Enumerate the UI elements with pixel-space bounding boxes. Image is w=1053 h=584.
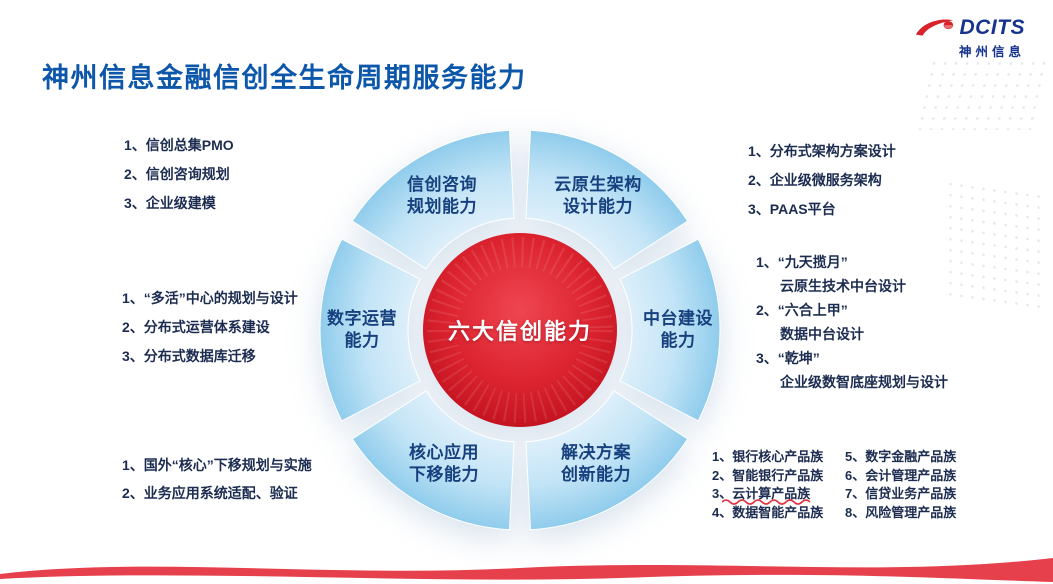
list-item: 3、PAAS平台: [748, 201, 836, 217]
list-item: 2、分布式运营体系建设: [122, 319, 270, 335]
logo-brand: DCITS: [959, 16, 1025, 39]
list-item-sub: 云原生技术中台设计: [780, 278, 906, 294]
wheel-center-label: 六大信创能力: [447, 319, 593, 344]
wheel-segment-solution: [525, 390, 689, 531]
page-title: 神州信息金融信创全生命周期服务能力: [42, 63, 527, 93]
segment-label-digital-ops: 数字运营 能力: [327, 308, 397, 350]
list-core-migration: 1、国外“核心”下移规划与实施 2、业务应用系统适配、验证: [122, 451, 312, 507]
dot-pattern: [945, 177, 1045, 311]
list-item: 3、企业级建模: [124, 195, 216, 211]
segment-label-cloud-native: 云原生架构 设计能力: [554, 174, 642, 216]
list-item: 1、国外“核心”下移规划与实施: [122, 457, 312, 473]
list-cloud-native: 1、分布式架构方案设计 2、企业级微服务架构 3、PAAS平台: [748, 137, 896, 224]
list-item: 1、“九天揽月” 云原生技术中台设计: [756, 250, 948, 298]
segment-label-solution: 解决方案 创新能力: [561, 442, 631, 484]
list-middle-platform: 1、“九天揽月” 云原生技术中台设计 2、“六合上甲” 数据中台设计 3、“乾坤…: [756, 250, 948, 394]
list-item-head: 3、“乾坤”: [756, 350, 820, 366]
segment-label-consulting: 信创咨询 规划能力: [407, 174, 477, 216]
wheel-segment-cloud-native: [525, 129, 689, 270]
list-item: 4、数据智能产品族: [712, 504, 824, 520]
wheel-segment-digital-ops: [319, 238, 421, 422]
list-solutions-col1: 1、银行核心产品族 2、智能银行产品族 3、云计算产品族 4、数据智能产品族: [712, 448, 823, 522]
wheel-segment-middle-platform: [619, 238, 721, 422]
list-item: 7、信贷业务产品族: [845, 486, 957, 501]
wheel-segment-core-migration: [351, 390, 515, 531]
capability-wheel: [319, 129, 721, 531]
segment-label-core-migration: 核心应用 下移能力: [409, 442, 479, 484]
logo-swoosh-icon: [915, 19, 953, 36]
wheel-segment-consulting: [351, 129, 515, 270]
red-squiggle-underline-icon: [722, 499, 811, 505]
list-digital-ops: 1、“多活”中心的规划与设计 2、分布式运营体系建设 3、分布式数据库迁移: [122, 284, 298, 371]
list-item: 1、分布式架构方案设计: [748, 143, 896, 159]
list-item: 2、企业级微服务架构: [748, 172, 882, 188]
list-item: 2、“六合上甲” 数据中台设计: [756, 298, 948, 346]
logo-company: 神州信息: [958, 45, 1025, 59]
list-item: 2、业务应用系统适配、验证: [122, 485, 298, 501]
list-item-sub: 数据中台设计: [780, 326, 864, 342]
segment-label-middle-platform: 中台建设 能力: [643, 308, 713, 350]
list-item-head: 1、“九天揽月”: [756, 254, 848, 270]
dot-pattern: [914, 58, 1048, 130]
list-item: 3、“乾坤” 企业级数智底座规划与设计: [756, 346, 948, 394]
list-item: 8、风险管理产品族: [845, 504, 957, 520]
list-item-sub: 企业级数智底座规划与设计: [780, 374, 948, 390]
list-item: 5、数字金融产品族: [845, 449, 957, 464]
list-item: 1、银行核心产品族: [712, 449, 824, 464]
list-item: 1、“多活”中心的规划与设计: [122, 290, 298, 306]
list-consulting: 1、信创总集PMO 2、信创咨询规划 3、企业级建模: [124, 131, 234, 218]
list-item: 3、分布式数据库迁移: [122, 348, 256, 364]
bottom-wave-decoration: [0, 558, 1053, 584]
wheel-center-texture: [427, 237, 613, 423]
list-item: 6、会计管理产品族: [845, 467, 957, 483]
wheel-center: [423, 233, 617, 427]
list-solutions-col2: 5、数字金融产品族 6、会计管理产品族 7、信贷业务产品族 8、风险管理产品族: [845, 448, 956, 522]
list-item: 2、信创咨询规划: [124, 166, 230, 182]
list-item: 1、信创总集PMO: [124, 137, 234, 153]
list-item-head: 2、“六合上甲”: [756, 302, 848, 318]
list-item: 3、云计算产品族: [712, 486, 811, 501]
list-item: 2、智能银行产品族: [712, 467, 824, 483]
logo: DCITS 神州信息: [914, 16, 1026, 60]
